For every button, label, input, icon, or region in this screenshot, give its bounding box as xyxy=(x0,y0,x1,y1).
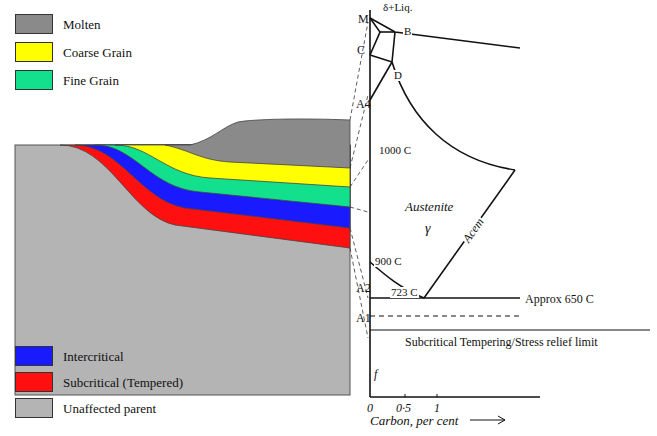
legend-swatch xyxy=(15,398,53,418)
legend-text: Subcritical (Tempered) xyxy=(63,376,183,389)
phase-diagram xyxy=(370,10,650,397)
axis-label: C xyxy=(357,44,365,56)
axis-label: 723 C xyxy=(390,287,419,298)
axis-label: δ+Liq. xyxy=(382,2,413,13)
legend-text: Intercritical xyxy=(63,350,124,363)
axis-label: Carbon, per cent xyxy=(370,414,458,427)
legend-swatch xyxy=(15,42,53,62)
parent-metal xyxy=(15,145,350,395)
legend-swatch xyxy=(15,346,53,366)
legend-text: Coarse Grain xyxy=(63,46,132,59)
axis-label: 0·5 xyxy=(396,402,411,414)
axis-arrow xyxy=(470,416,505,424)
axis-label: D xyxy=(393,70,403,81)
axis-label: Acem xyxy=(460,215,486,245)
legend-text: Molten xyxy=(63,18,101,31)
axis-label: Austenite xyxy=(405,200,453,213)
axis-label: Approx 650 C xyxy=(525,293,594,305)
legend-swatch xyxy=(15,372,53,392)
legend-swatch xyxy=(15,14,53,34)
axis-label: γ xyxy=(425,222,431,236)
axis-label: 0 xyxy=(367,402,373,414)
axis-label: 1000 C xyxy=(378,145,412,156)
tempering-limit xyxy=(370,316,520,317)
legend-text: Fine Grain xyxy=(63,74,119,87)
axis-label: M xyxy=(358,13,369,25)
axis-label: 1 xyxy=(434,402,440,414)
legend-swatch xyxy=(15,70,53,90)
axis-label: A2 xyxy=(356,282,371,294)
axis-label: B xyxy=(403,26,412,37)
axis-label: A1 xyxy=(356,312,371,324)
axis-label: Subcritical Tempering/Stress relief limi… xyxy=(405,336,598,348)
axis-label: f xyxy=(374,368,377,380)
legend-text: Unaffected parent xyxy=(63,402,156,415)
axis-label: 900 C xyxy=(374,256,403,267)
axis-label: A4 xyxy=(356,98,371,110)
molten-zone xyxy=(165,119,350,168)
